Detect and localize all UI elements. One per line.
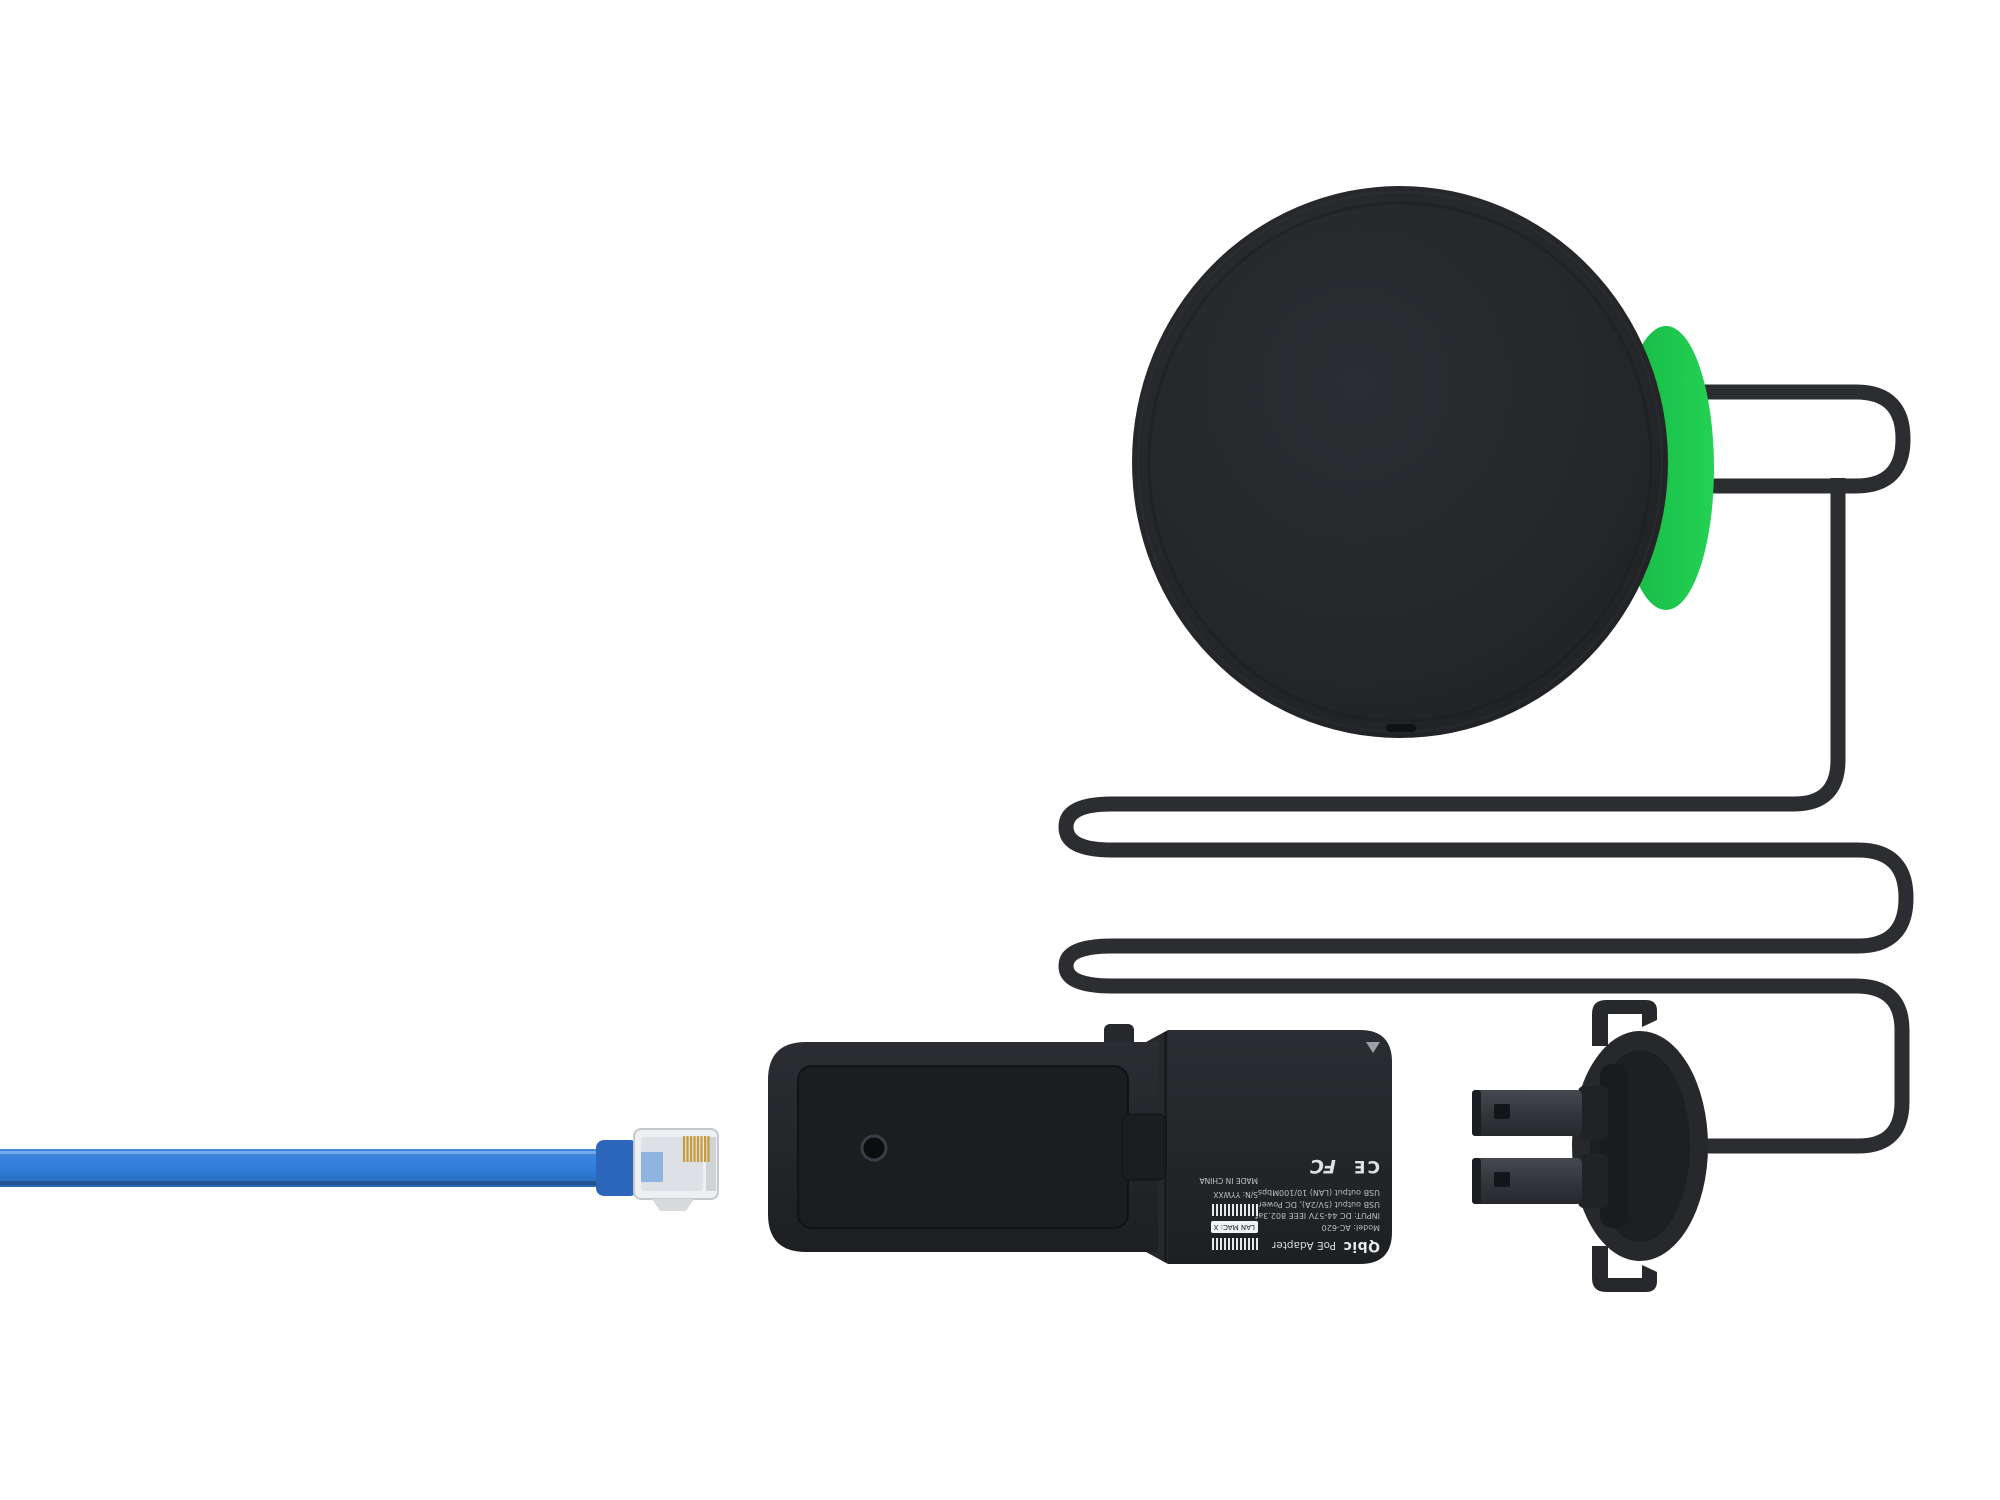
mount-clip-top-icon (1592, 1000, 1657, 1046)
cavity-latch-slot (1121, 1113, 1167, 1181)
made-in-text: MADE IN CHINA (1199, 1176, 1258, 1185)
usb-lan-spec-text: USB output (LAN) 10/100Mbps (1257, 1188, 1380, 1198)
adapter-label: Qbic PoE Adapter Model: AC-620 INPUT: DC… (1196, 1040, 1380, 1254)
blue-cable-shade (0, 1181, 606, 1185)
disc-device (1132, 186, 1714, 738)
serial-number: S/N: YYWXX (1213, 1190, 1258, 1199)
mount-clip-bottom-icon (1592, 1246, 1657, 1292)
label-triangle-icon (1366, 1042, 1380, 1053)
label-side-column: LAN MAC: X S/N: YYWXX MADE IN CHINA (1196, 1040, 1258, 1254)
usb-splitter (1472, 1000, 1708, 1292)
blue-cable-sheen (0, 1151, 606, 1154)
rj45-latch (652, 1199, 694, 1211)
rj45-port-cavity (797, 1065, 1129, 1229)
usb-neck-bottom (1578, 1154, 1608, 1208)
ethernet-cable (0, 1128, 719, 1211)
blue-cable (0, 1149, 606, 1187)
disc-rim (1147, 201, 1653, 723)
rj45-pins (682, 1136, 710, 1162)
usb-neck-top (1578, 1086, 1608, 1140)
ce-mark: CE (1351, 1156, 1380, 1176)
usb-plug-bottom-tip (1472, 1158, 1481, 1204)
usb-plug-bottom-hole (1494, 1172, 1510, 1187)
rj45-cable-window (641, 1152, 663, 1182)
disc-bottom-notch (1386, 724, 1416, 732)
reset-hole (860, 1134, 888, 1162)
usb-plug-top-hole (1494, 1104, 1510, 1119)
disc-body (1132, 186, 1668, 738)
usb-plug-bottom (1472, 1158, 1582, 1204)
cable-top-loop (1636, 384, 1911, 494)
rj45-nose (706, 1137, 716, 1191)
barcode-top (1212, 1238, 1258, 1250)
device-cable (1058, 478, 1914, 1154)
label-main-column: Qbic PoE Adapter Model: AC-620 INPUT: DC… (1255, 1040, 1380, 1254)
lan-mac-box: LAN MAC: X (1210, 1221, 1258, 1233)
cable-boot (596, 1140, 638, 1196)
product-name: PoE Adapter (1271, 1239, 1336, 1251)
fcc-mark: FC (1310, 1155, 1336, 1177)
input-spec-text: INPUT: DC 44-57V IEEE 802.3af (1255, 1211, 1380, 1221)
usb-power-spec-text: USB output (5V/2A), DC Power (1258, 1200, 1380, 1209)
model-text: Model: AC-620 (1321, 1223, 1380, 1232)
brand-row: Qbic PoE Adapter (1264, 1238, 1380, 1254)
barcode-bottom (1212, 1204, 1258, 1216)
usb-plug-top-tip (1472, 1090, 1481, 1136)
brand-logo: Qbic (1342, 1238, 1380, 1254)
usb-plug-top (1472, 1090, 1582, 1136)
certification-marks: CE FC (1264, 1155, 1380, 1177)
